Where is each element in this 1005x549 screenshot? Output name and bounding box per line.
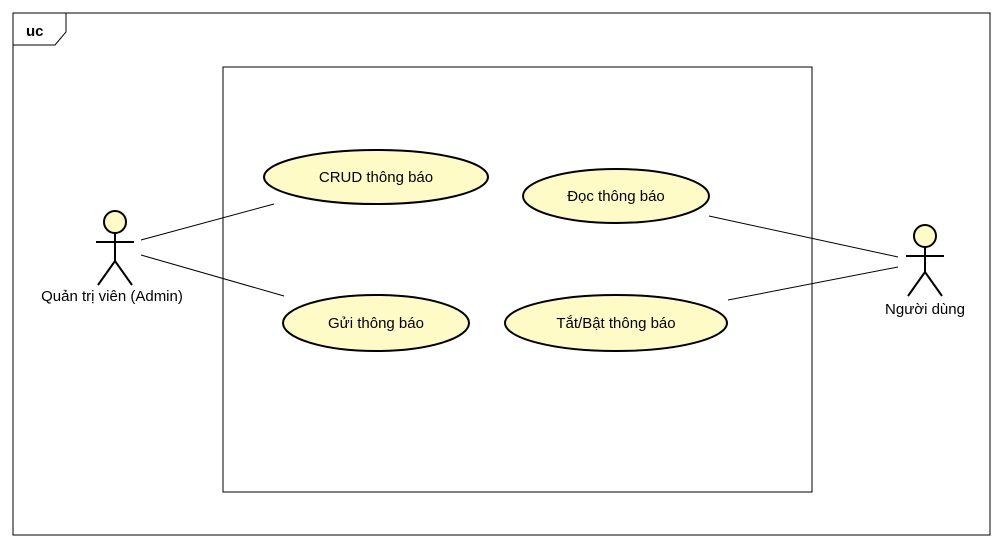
actor-user-label: Người dùng — [885, 301, 965, 318]
association-admin-crud[interactable] — [140, 203, 275, 241]
actor-user-leg-right — [924, 271, 943, 297]
usecase-crud-label: CRUD thông báo — [319, 169, 433, 186]
system-boundary — [222, 66, 813, 493]
usecase-send[interactable]: Gửi thông báo — [282, 294, 470, 352]
actor-user-head — [913, 224, 937, 248]
actor-user[interactable]: Người dùng — [885, 224, 965, 318]
association-admin-send[interactable] — [140, 254, 285, 297]
actor-admin-leg-right — [114, 260, 133, 286]
actor-admin-head — [103, 210, 127, 234]
usecase-send-label: Gửi thông báo — [328, 315, 424, 332]
usecase-toggle[interactable]: Tắt/Bật thông báo — [504, 294, 728, 352]
usecase-read-label: Đọc thông báo — [567, 188, 665, 205]
usecase-crud[interactable]: CRUD thông báo — [263, 149, 489, 205]
association-user-read[interactable] — [708, 215, 899, 258]
actor-admin[interactable]: Quản trị viên (Admin) — [41, 210, 183, 305]
actor-user-leg-left — [907, 271, 926, 297]
actor-admin-leg-left — [97, 260, 116, 286]
frame-label: uc — [26, 23, 44, 40]
usecase-read[interactable]: Đọc thông báo — [522, 168, 710, 224]
actor-admin-label: Quản trị viên (Admin) — [41, 288, 183, 305]
frame-label-tab — [13, 12, 67, 46]
usecase-toggle-label: Tắt/Bật thông báo — [556, 315, 675, 332]
diagram-frame — [12, 12, 991, 536]
association-user-toggle[interactable] — [727, 266, 899, 301]
